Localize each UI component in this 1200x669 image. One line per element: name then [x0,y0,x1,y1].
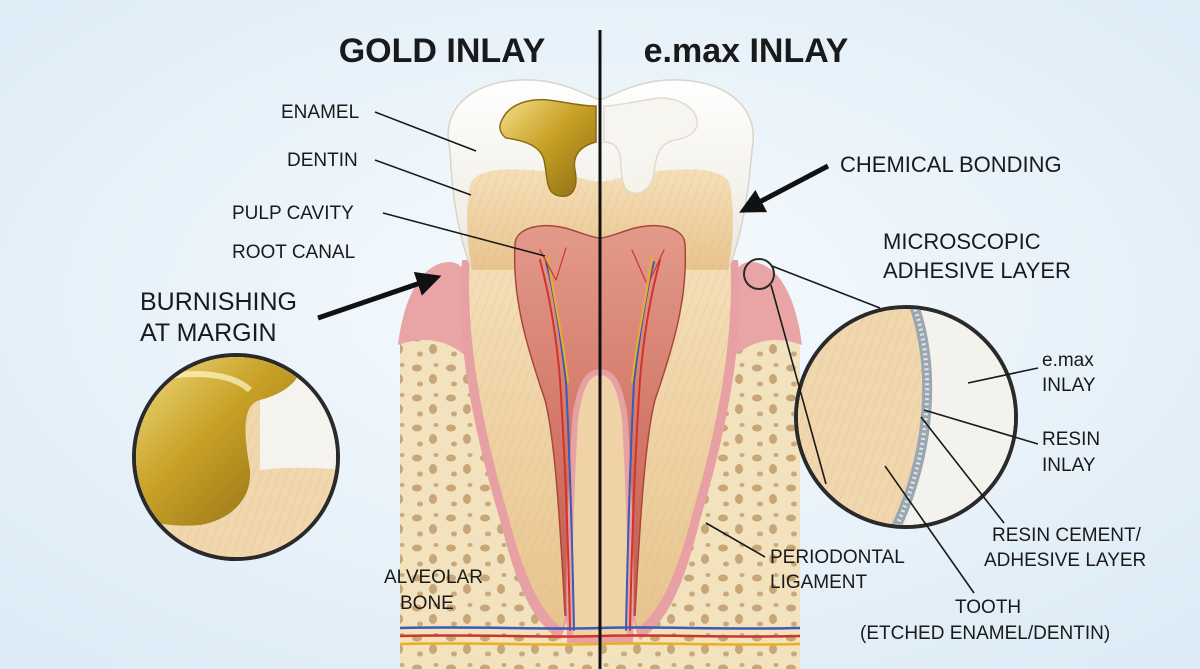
emax-margin-magnifier [794,305,1018,529]
label-dentin: DENTIN [287,150,358,171]
label-enamel: ENAMEL [281,102,359,123]
leader-enamel [374,111,477,152]
leader-resin [923,409,1039,445]
leader-emax [967,367,1039,384]
label-emax-line1: e.max [1042,350,1094,371]
label-resin-line1: RESIN [1042,429,1100,450]
label-tooth-line1: TOOTH [955,597,1021,618]
label-resin-line2: INLAY [1042,455,1096,476]
gold-margin-magnifier [132,353,340,561]
leader-pulp-cavity [382,212,546,257]
label-emax-line2: INLAY [1042,375,1096,396]
title-emax-inlay: e.max INLAY [644,32,849,70]
label-tooth-line2: (ETCHED ENAMEL/DENTIN) [860,623,1110,644]
label-microscopic-line1: MICROSCOPIC [883,229,1041,254]
label-pulp-cavity: PULP CAVITY [232,203,354,224]
emax-inlay [603,97,698,194]
gold-inlay [499,98,597,197]
leader-tooth [884,465,975,594]
leader-periodontal [705,522,766,558]
label-periodontal-line2: LIGAMENT [770,572,868,593]
label-microscopic-line2: ADHESIVE LAYER [883,258,1071,283]
label-alveolar-line2: BONE [400,593,454,614]
magnifier-connector-bottom [770,284,827,485]
arrow-burnishing [317,272,442,321]
label-alveolar-line1: ALVEOLAR [384,567,483,588]
label-periodontal-line1: PERIODONTAL [770,547,905,568]
magnifier-connector-top [771,265,881,309]
arrow-chemical-bonding [739,163,830,213]
label-root-canal: ROOT CANAL [232,242,355,263]
label-cement-line2: ADHESIVE LAYER [984,550,1146,571]
label-chemical-bonding: CHEMICAL BONDING [840,152,1062,177]
leader-cement [920,416,1005,524]
label-cement-line1: RESIN CEMENT/ [992,525,1142,546]
leader-dentin [374,159,472,196]
label-burnishing-line2: AT MARGIN [140,319,277,347]
title-gold-inlay: GOLD INLAY [339,32,546,70]
label-burnishing-line1: BURNISHING [140,288,297,316]
margin-highlight-circle [743,258,775,290]
